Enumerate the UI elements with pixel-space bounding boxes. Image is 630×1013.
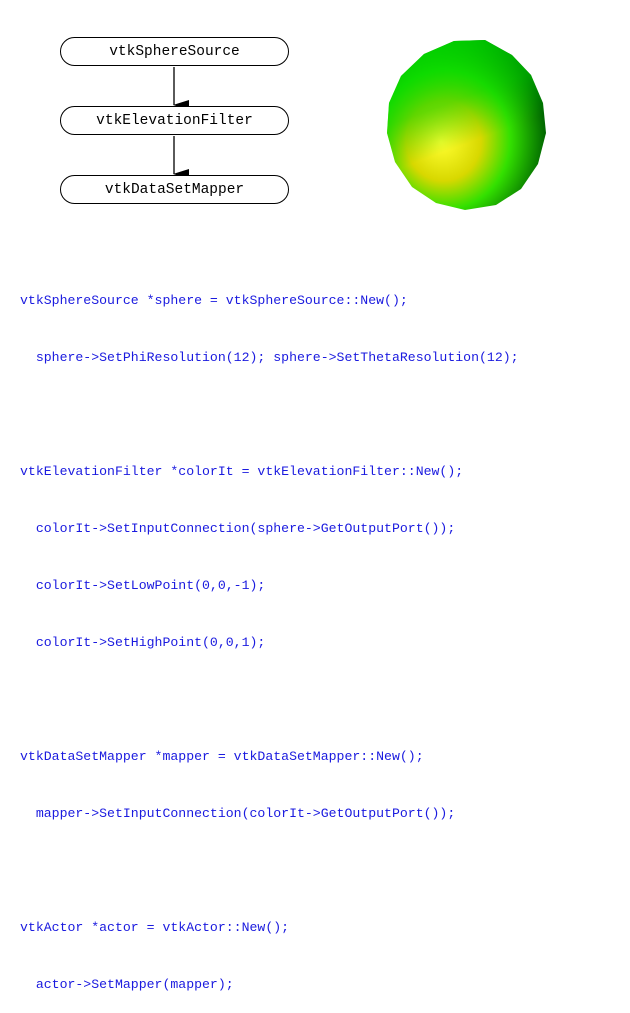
code-listing: vtkSphereSource *sphere = vtkSphereSourc… (20, 253, 519, 1013)
code-line (20, 861, 519, 880)
code-line: mapper->SetInputConnection(colorIt->GetO… (20, 806, 456, 821)
pipeline-arrows (173, 67, 189, 179)
code-line (20, 405, 519, 424)
pipeline-node-elevation-filter: vtkElevationFilter (60, 106, 289, 135)
code-line (20, 690, 519, 709)
code-line: vtkSphereSource *sphere = vtkSphereSourc… (20, 293, 408, 308)
code-line: vtkActor *actor = vtkActor::New(); (20, 920, 290, 935)
pipeline-node-dataset-mapper: vtkDataSetMapper (60, 175, 289, 204)
code-line: vtkDataSetMapper *mapper = vtkDataSetMap… (20, 749, 424, 764)
code-line: colorIt->SetLowPoint(0,0,-1); (20, 578, 266, 593)
pipeline-node-sphere-source: vtkSphereSource (60, 37, 289, 66)
code-line: sphere->SetPhiResolution(12); sphere->Se… (20, 350, 519, 365)
rendered-sphere (368, 24, 563, 224)
code-line: vtkElevationFilter *colorIt = vtkElevati… (20, 464, 464, 479)
sphere-top-shading (387, 40, 546, 210)
code-line: colorIt->SetHighPoint(0,0,1); (20, 635, 266, 650)
code-line: actor->SetMapper(mapper); (20, 977, 234, 992)
sphere-icon (387, 40, 546, 210)
code-line: colorIt->SetInputConnection(sphere->GetO… (20, 521, 456, 536)
